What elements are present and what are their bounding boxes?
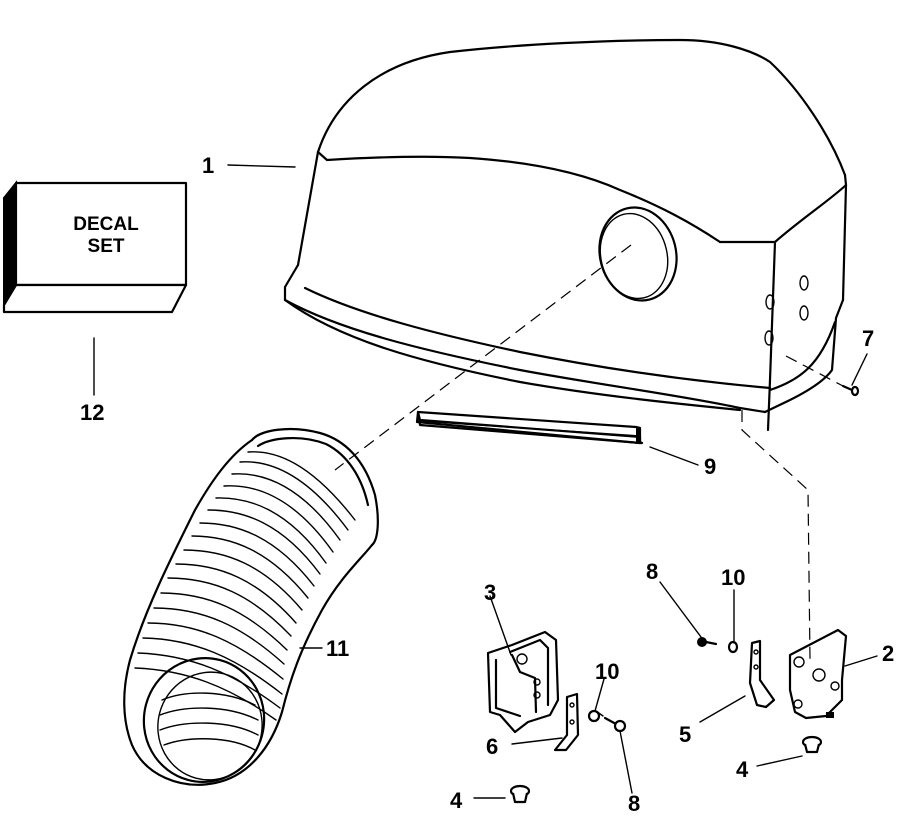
- callout-1: 1: [202, 153, 215, 178]
- callout-5: 5: [679, 722, 692, 747]
- screw-8-bottom: [603, 716, 627, 733]
- alignment-lines: [334, 244, 844, 661]
- washer-10-right: [727, 640, 739, 654]
- callout-3: 3: [484, 580, 497, 605]
- decal-line-1: DECAL: [73, 214, 139, 235]
- rivet-7: [841, 384, 860, 397]
- grommet-4-bottom: [509, 784, 531, 804]
- latch-bracket: [486, 630, 560, 734]
- leader-lines: [93, 164, 878, 799]
- callout-7: 7: [862, 326, 875, 351]
- callout-10-right: 10: [721, 565, 746, 590]
- bracket-5: [748, 639, 776, 709]
- callout-8-top: 8: [646, 559, 659, 584]
- screw-8-top: [697, 637, 718, 647]
- washer-10-left: [587, 709, 601, 723]
- callout-4-right: 4: [736, 757, 749, 782]
- callout-12: 12: [80, 400, 105, 425]
- callout-9: 9: [704, 454, 717, 479]
- callout-10-left: 10: [595, 659, 620, 684]
- callout-2: 2: [882, 641, 895, 666]
- callout-6: 6: [486, 734, 499, 759]
- decal-set-box: [2, 180, 188, 314]
- bracket-6: [553, 692, 580, 752]
- callout-4-bottom: 4: [450, 788, 463, 813]
- grommet-4-right: [801, 735, 823, 754]
- seal-strip: [415, 410, 644, 445]
- motor-cover: [283, 38, 848, 432]
- intake-hose: [123, 427, 379, 786]
- callout-11: 11: [326, 636, 350, 661]
- decal-line-2: SET: [87, 236, 125, 257]
- latch-plate: [788, 628, 848, 720]
- callout-8-bottom: 8: [628, 791, 641, 816]
- decal-set-text: DECAL SET: [36, 214, 176, 258]
